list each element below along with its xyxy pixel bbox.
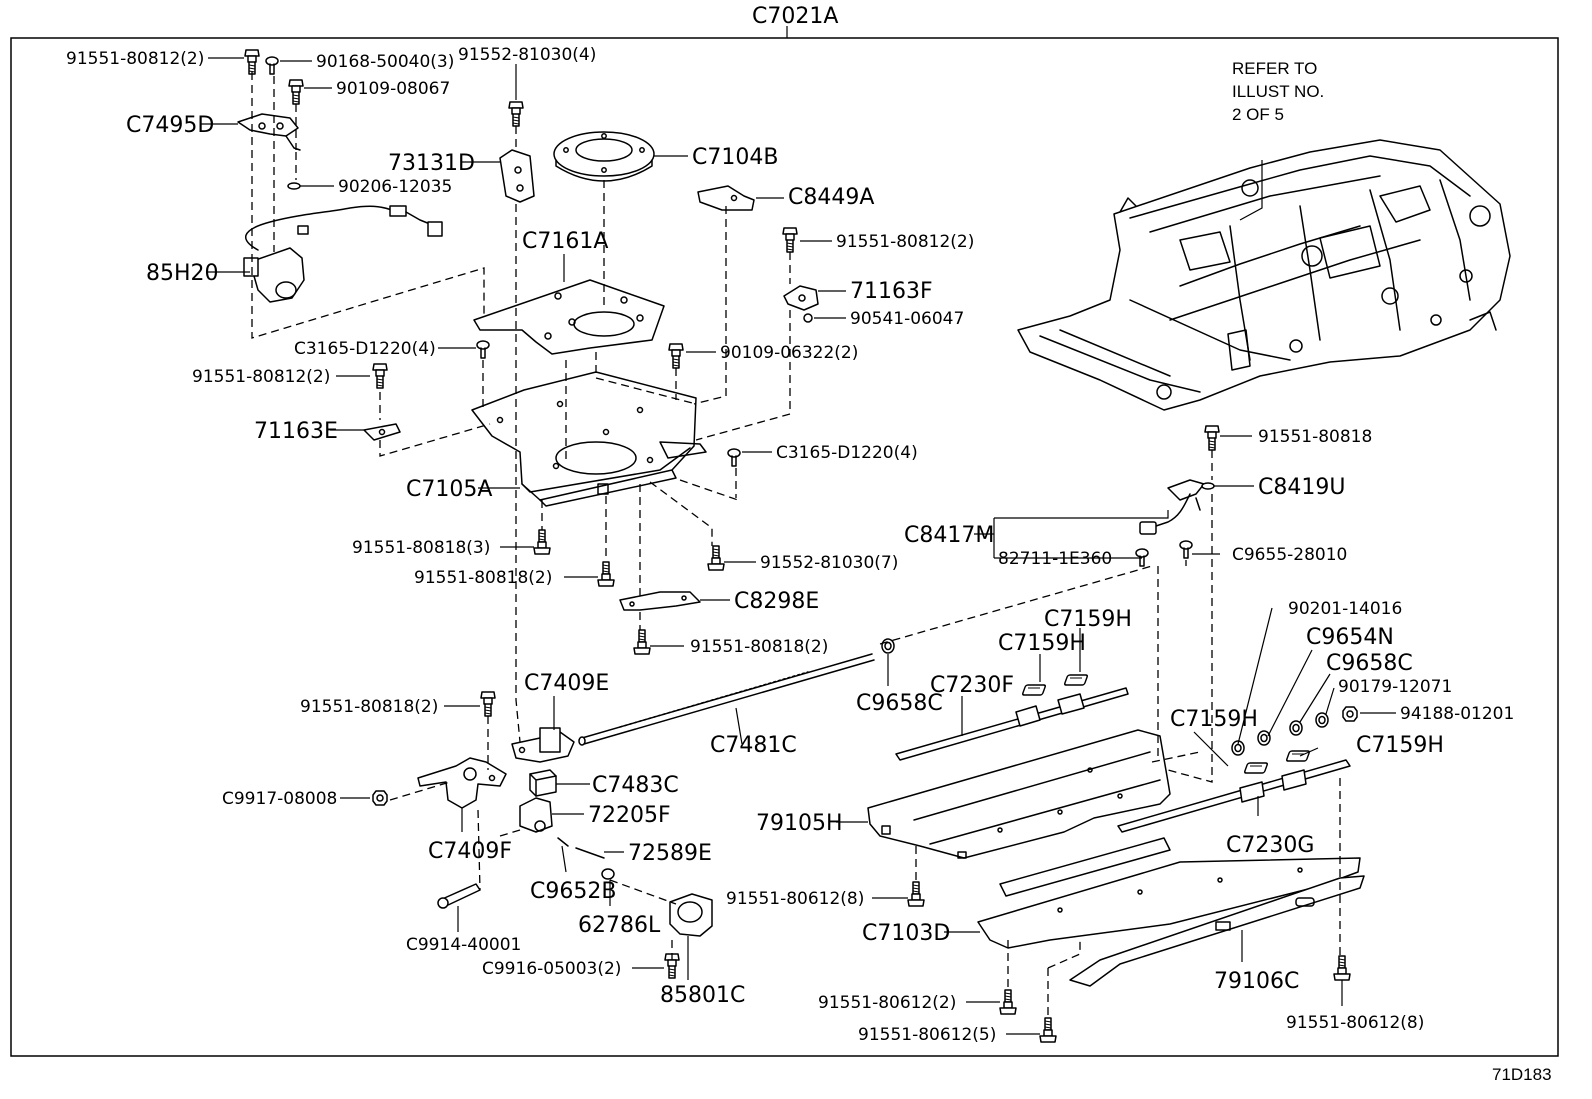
part-label[interactable]: 82711-1E360 <box>998 549 1112 569</box>
part-label[interactable]: 91552-81030(4) <box>458 45 596 65</box>
part-label[interactable]: C8449A <box>788 185 874 210</box>
part-label[interactable]: 91551-80818(2) <box>690 637 828 657</box>
part-label[interactable]: C7159H <box>1044 607 1132 632</box>
part-label[interactable]: C7495D <box>126 113 214 138</box>
part-label[interactable]: 72205F <box>588 803 671 828</box>
part-label[interactable]: C7103D <box>862 921 950 946</box>
refer-note-line-2: ILLUST NO. <box>1232 82 1324 101</box>
upper-left-parts <box>237 49 819 655</box>
part-label[interactable]: C7105A <box>406 477 492 502</box>
part-label[interactable]: 91551-80612(2) <box>818 993 956 1013</box>
part-label[interactable]: C9917-08008 <box>222 789 337 809</box>
assembly-guide-lines <box>251 72 1341 1018</box>
part-label[interactable]: 90206-12035 <box>338 177 452 197</box>
part-label[interactable]: C7161A <box>522 229 608 254</box>
part-label[interactable]: 91551-80612(8) <box>1286 1013 1424 1033</box>
part-label[interactable]: C9658C <box>856 691 943 716</box>
seat-frame-reference <box>1017 139 1511 411</box>
part-label[interactable]: C7409E <box>524 671 609 696</box>
part-label[interactable]: 90201-14016 <box>1288 599 1402 619</box>
part-label[interactable]: C7104B <box>692 145 778 170</box>
part-label[interactable]: C8417M <box>904 523 994 548</box>
part-label[interactable]: 91551-80812(2) <box>192 367 330 387</box>
part-label[interactable]: C7481C <box>710 733 797 758</box>
part-label[interactable]: 85801C <box>660 983 745 1008</box>
part-label[interactable]: C8419U <box>1258 475 1345 500</box>
part-label[interactable]: 91551-80818 <box>1258 427 1372 447</box>
part-label[interactable]: 85H20 <box>146 261 219 286</box>
part-label[interactable]: 90109-08067 <box>336 79 450 99</box>
part-label[interactable]: 90541-06047 <box>850 309 964 329</box>
part-label[interactable]: 90168-50040(3) <box>316 52 454 72</box>
part-label[interactable]: C8298E <box>734 589 819 614</box>
part-label[interactable]: C9916-05003(2) <box>482 959 621 979</box>
part-label[interactable]: C9654N <box>1306 625 1394 650</box>
part-label[interactable]: 90109-06322(2) <box>720 343 858 363</box>
part-label[interactable]: 94188-01201 <box>1400 704 1514 724</box>
rail-parts <box>867 425 1365 1043</box>
label-main-assembly[interactable]: C7021A <box>752 4 838 29</box>
refer-note-line-3: 2 OF 5 <box>1232 105 1284 124</box>
part-label[interactable]: 91551-80818(2) <box>300 697 438 717</box>
part-label[interactable]: 91551-80812(2) <box>836 232 974 252</box>
part-label[interactable]: C7230G <box>1226 833 1314 858</box>
part-label[interactable]: 62786L <box>578 913 661 938</box>
part-label[interactable]: 71163F <box>850 279 933 304</box>
part-label[interactable]: C9655-28010 <box>1232 545 1347 565</box>
part-label[interactable]: C7159H <box>1356 733 1444 758</box>
diagram-frame <box>10 26 1559 1057</box>
part-label[interactable]: 79105H <box>756 811 843 836</box>
part-label[interactable]: C3165-D1220(4) <box>776 443 918 463</box>
refer-note-line-1: REFER TO <box>1232 59 1317 78</box>
part-label[interactable]: C9652B <box>530 879 616 904</box>
part-label[interactable]: C7159H <box>1170 707 1258 732</box>
part-label[interactable]: C7409F <box>428 839 512 864</box>
lower-left-parts <box>372 638 895 979</box>
part-label[interactable]: 71163E <box>254 419 338 444</box>
part-label[interactable]: 79106C <box>1214 969 1299 994</box>
part-label[interactable]: 73131D <box>388 151 475 176</box>
part-label[interactable]: 91551-80612(5) <box>858 1025 996 1045</box>
part-label[interactable]: 91551-80818(3) <box>352 538 490 558</box>
part-label[interactable]: 72589E <box>628 841 712 866</box>
illustration-code: 71D183 <box>1492 1065 1552 1084</box>
part-label[interactable]: C9658C <box>1326 651 1413 676</box>
callout-leaders <box>200 57 1396 1035</box>
part-label[interactable]: 90179-12071 <box>1338 677 1452 697</box>
part-label[interactable]: C7159H <box>998 631 1086 656</box>
part-label[interactable]: 91552-81030(7) <box>760 553 898 573</box>
part-label[interactable]: C7483C <box>592 773 679 798</box>
part-label[interactable]: C7230F <box>930 673 1014 698</box>
part-label[interactable]: 91551-80612(8) <box>726 889 864 909</box>
part-label[interactable]: C3165-D1220(4) <box>294 339 436 359</box>
part-labels: C7021A REFER TO ILLUST NO. 2 OF 5 91551-… <box>66 4 1552 1084</box>
part-label[interactable]: C9914-40001 <box>406 935 521 955</box>
part-label[interactable]: 91551-80812(2) <box>66 49 204 69</box>
part-label[interactable]: 91551-80818(2) <box>414 568 552 588</box>
